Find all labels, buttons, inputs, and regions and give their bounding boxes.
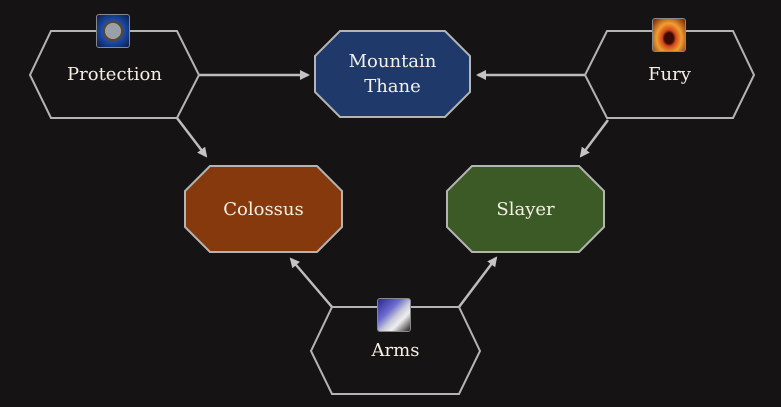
node-colossus-label[interactable]: Colossus — [223, 199, 304, 220]
node-fury-label[interactable]: Fury — [648, 64, 691, 85]
node-mountain-thane-label[interactable]: Mountain Thane — [315, 49, 470, 99]
edge-fury-slayer — [579, 119, 609, 158]
shield-icon — [96, 14, 130, 48]
node-protection-label[interactable]: Protection — [67, 64, 162, 85]
edge-arms-colossus — [289, 257, 333, 308]
node-mountain-thane-shape[interactable] — [314, 30, 471, 118]
node-colossus-shape[interactable] — [184, 165, 343, 253]
node-fury-shape[interactable] — [583, 30, 756, 119]
node-slayer-label[interactable]: Slayer — [496, 199, 555, 220]
mountain-thane-line2: Thane — [364, 76, 421, 97]
edge-protection-colossus — [176, 117, 208, 158]
node-arms-shape[interactable] — [309, 306, 482, 395]
node-slayer-shape[interactable] — [446, 165, 605, 253]
axe-icon — [377, 298, 411, 332]
edge-arms-slayer — [458, 256, 498, 308]
node-protection-shape[interactable] — [28, 30, 201, 119]
mountain-thane-line1: Mountain — [348, 51, 437, 72]
fury-icon — [652, 18, 686, 52]
node-arms-label[interactable]: Arms — [371, 340, 420, 361]
